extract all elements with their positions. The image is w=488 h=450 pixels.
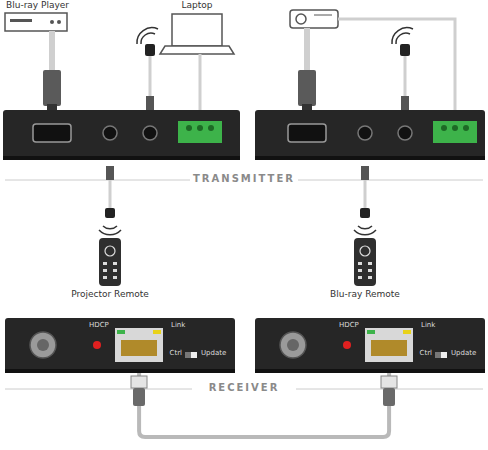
port-label: Ctrl [420, 349, 432, 357]
ethernet-plug [131, 376, 397, 406]
port-label: Update [451, 349, 476, 357]
transmitter-box [3, 110, 240, 160]
ethernet-cable [139, 373, 389, 437]
port-label: Link [171, 321, 185, 329]
section-label: RECEIVER [209, 382, 280, 394]
port-label: Update [201, 349, 226, 357]
port-label: HDCP [89, 321, 109, 329]
ir-emitter [137, 28, 413, 44]
projector-icon [290, 10, 338, 28]
port-label: Ctrl [170, 349, 182, 357]
device-label: Blu-ray Player [6, 0, 69, 11]
port-label: Link [421, 321, 435, 329]
receiver-box: HDCP LinkCtrl Update [255, 318, 485, 373]
device-label: Projector Remote [71, 289, 149, 300]
receiver-box: HDCP LinkCtrl Update [5, 318, 235, 373]
transmitter-box [255, 110, 485, 160]
bluray-player-icon [5, 13, 67, 31]
receiver-body [255, 318, 485, 373]
remote-icon [99, 238, 376, 286]
receiver-body [5, 318, 235, 373]
device-label: Laptop [182, 0, 213, 11]
device-label: Blu-ray Remote [330, 289, 400, 300]
laptop-icon [160, 14, 234, 54]
port-label: HDCP [339, 321, 359, 329]
section-label: TRANSMITTER [193, 173, 295, 185]
ir-receiver [99, 166, 376, 235]
